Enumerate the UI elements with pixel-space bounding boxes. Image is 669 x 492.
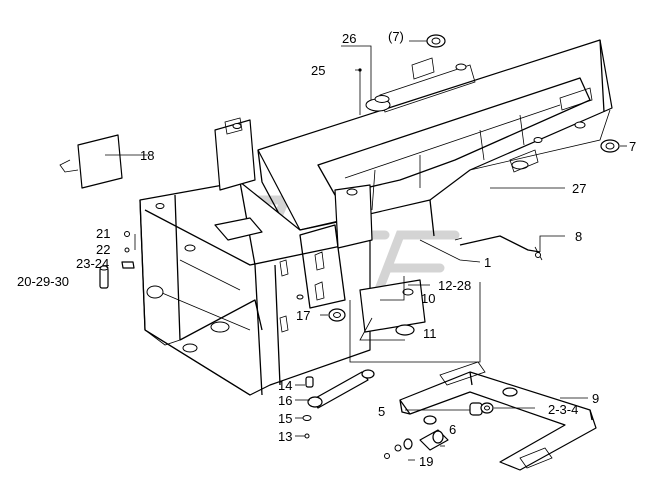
callout-21: 21 — [96, 226, 110, 241]
rear-frame — [257, 39, 613, 263]
leader-lines — [105, 40, 627, 461]
bushings — [426, 34, 620, 153]
callout-27: 27 — [572, 181, 586, 196]
bracket-assembly — [384, 361, 597, 471]
hydraulic-line — [454, 235, 543, 261]
callout-25: 25 — [311, 63, 325, 78]
callout-9: 9 — [592, 391, 599, 406]
callout-11: 11 — [423, 326, 437, 341]
callout-10: 10 — [421, 291, 435, 306]
callout-26: 26 — [342, 31, 356, 46]
callout-2-3-4: 2-3-4 — [548, 402, 578, 417]
callout-6: 6 — [449, 422, 456, 437]
side-plates — [328, 279, 426, 336]
callout-labels: 26 (7) 25 18 7 27 8 21 22 1 23-24 20-29-… — [17, 29, 636, 469]
callout-13: 13 — [278, 429, 292, 444]
small-parts-left — [99, 231, 135, 289]
callout-8: 8 — [575, 229, 582, 244]
cover-plate — [59, 134, 123, 189]
callout-14: 14 — [278, 378, 292, 393]
callout-5: 5 — [378, 404, 385, 419]
callout-22: 22 — [96, 242, 110, 257]
link-rod — [302, 369, 375, 439]
callout-19: 19 — [419, 454, 433, 469]
front-frame — [139, 117, 373, 396]
callout-16: 16 — [278, 393, 292, 408]
callout-7-ref: (7) — [388, 29, 404, 44]
callout-23-24: 23-24 — [76, 256, 109, 271]
callout-17: 17 — [296, 308, 310, 323]
callout-12-28: 12-28 — [438, 278, 471, 293]
callout-20-29-30: 20-29-30 — [17, 274, 69, 289]
callout-15: 15 — [278, 411, 292, 426]
callout-18: 18 — [140, 148, 154, 163]
callout-7: 7 — [629, 139, 636, 154]
callout-1: 1 — [484, 255, 491, 270]
